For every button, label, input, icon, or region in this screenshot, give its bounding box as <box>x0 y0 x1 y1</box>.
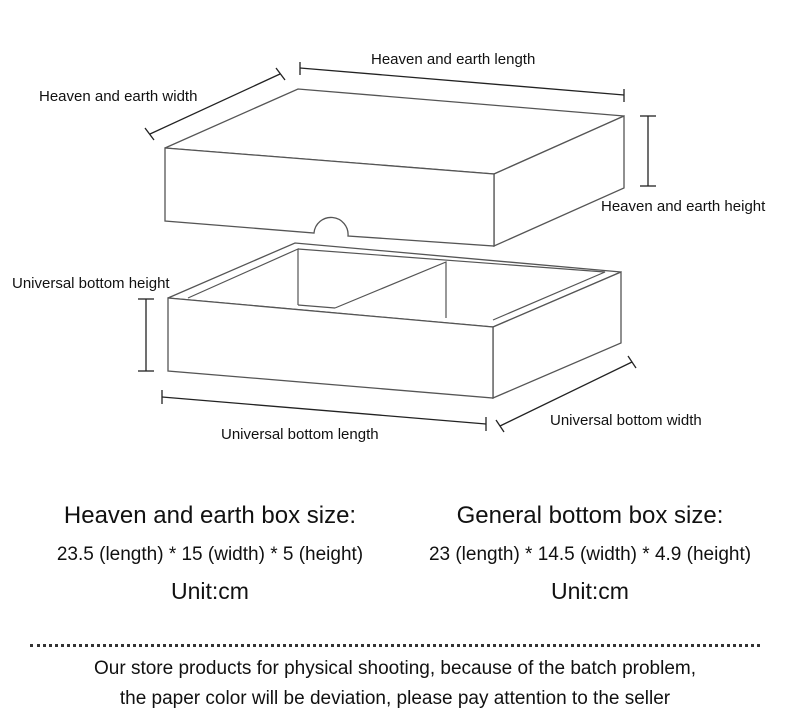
lid-width-label: Heaven and earth width <box>39 88 197 105</box>
lid-box-unit: Unit:cm <box>171 578 249 604</box>
seller-note: Our store products for physical shooting… <box>0 654 790 714</box>
note-line-2: the paper color will be deviation, pleas… <box>119 688 671 709</box>
dotted-divider <box>30 644 760 647</box>
lid-box-title: Heaven and earth box size: <box>63 502 357 529</box>
lid-width-dimension <box>144 67 286 141</box>
bottom-box-unit: Unit:cm <box>551 578 629 604</box>
bottom-length-dimension <box>161 390 487 431</box>
bottom-length-label: Universal bottom length <box>221 426 379 443</box>
bottom-width-label: Universal bottom width <box>550 412 702 429</box>
lid-height-dimension <box>640 115 656 187</box>
bottom-box <box>167 242 622 399</box>
lid-height-label: Heaven and earth height <box>601 198 766 215</box>
lid-length-dimension <box>299 62 625 102</box>
bottom-height-label: Universal bottom height <box>12 275 170 292</box>
bottom-width-dimension <box>495 355 637 433</box>
lid-box-dimensions: 23.5 (length) * 15 (width) * 5 (height) <box>56 544 364 565</box>
bottom-height-dimension <box>138 298 154 372</box>
note-line-1: Our store products for physical shooting… <box>94 658 696 679</box>
bottom-box-spec: General bottom box size: 23 (length) * 1… <box>410 502 770 605</box>
box-dimension-diagram: Heaven and earth length Heaven and earth… <box>12 51 766 443</box>
lid-length-label: Heaven and earth length <box>371 51 535 68</box>
lid-box <box>164 88 625 248</box>
bottom-box-title: General bottom box size: <box>456 502 724 529</box>
lid-box-spec: Heaven and earth box size: 23.5 (length)… <box>30 502 390 605</box>
bottom-box-dimensions: 23 (length) * 14.5 (width) * 4.9 (height… <box>428 544 752 565</box>
